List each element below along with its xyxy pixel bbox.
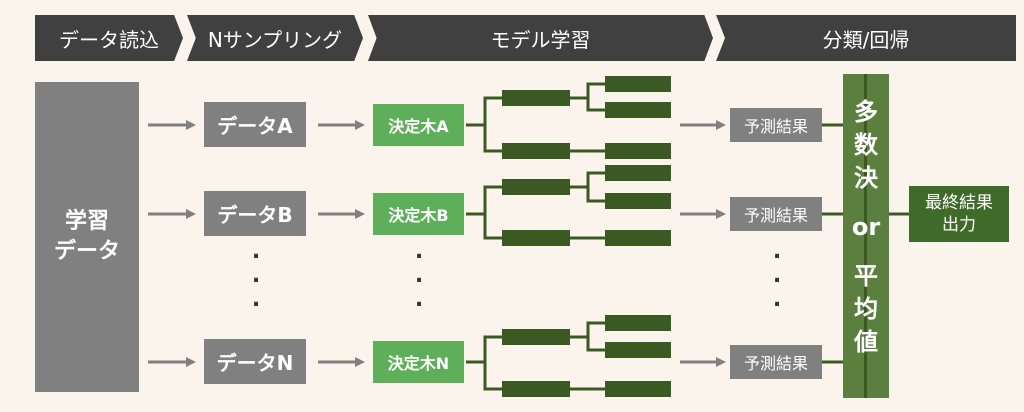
tree-node: [605, 102, 671, 118]
ellipsis-dot: .: [772, 263, 782, 288]
step-sampling-label: Nサンプリング: [207, 27, 343, 52]
tree-node: [502, 329, 570, 345]
tree-node: [502, 230, 570, 246]
aggregation-char: 数: [854, 131, 878, 159]
step-model-training: モデル学習: [368, 15, 713, 61]
sample-data-a-label: データA: [217, 114, 293, 138]
step-sampling: Nサンプリング: [187, 15, 363, 61]
step-load-data-label: データ読込: [59, 27, 159, 52]
tree-branch: [466, 185, 502, 240]
tree-node: [605, 143, 671, 159]
tree-branch: [466, 335, 502, 391]
ellipsis-trees: . . .: [409, 240, 429, 312]
ellipsis-dot: .: [772, 239, 782, 264]
tree-branch: [570, 171, 605, 203]
decision-tree-n: 決定木N: [373, 341, 464, 383]
prediction-result-a: 予測結果: [730, 108, 822, 142]
aggregation-char: 多: [854, 98, 878, 126]
prediction-result-a-label: 予測結果: [743, 117, 808, 136]
aggregation-bar: 多 数 決 or 平 均 値: [843, 74, 889, 398]
training-data-label-2: データ: [53, 239, 120, 264]
aggregation-char: 平: [854, 262, 878, 290]
step-classify-regress-label: 分類/回帰: [822, 27, 910, 52]
tree-branch: [570, 82, 605, 112]
step-load-data: データ読込: [35, 15, 183, 61]
tree-node: [502, 90, 570, 106]
tree-node: [502, 381, 570, 397]
sample-data-b: データB: [204, 191, 306, 236]
ellipsis-dot: .: [414, 263, 424, 288]
sample-data-n-label: データN: [216, 351, 294, 375]
tree-node: [605, 76, 671, 92]
decision-tree-b: 決定木B: [373, 193, 464, 235]
step-model-training-label: モデル学習: [490, 27, 591, 52]
ellipsis-dot: .: [414, 287, 424, 312]
sample-data-b-label: データB: [217, 203, 293, 227]
tree-node: [605, 230, 671, 246]
tree-branch: [466, 96, 502, 153]
final-result-label-2: 出力: [942, 215, 976, 235]
prediction-result-n: 予測結果: [730, 345, 822, 379]
aggregation-char: 均: [854, 295, 878, 323]
tree-node: [605, 193, 671, 209]
decision-tree-n-label: 決定木N: [387, 354, 450, 373]
tree-node: [502, 179, 570, 195]
aggregation-char: 値: [854, 328, 878, 356]
sample-data-n: データN: [204, 339, 306, 384]
ellipsis-samples: . . .: [246, 240, 266, 312]
final-result-label-1: 最終結果: [925, 193, 993, 213]
tree-node: [605, 381, 671, 397]
step-classify-regress: 分類/回帰: [716, 15, 1016, 61]
ellipsis-dot: .: [251, 239, 261, 264]
tree-branch: [570, 321, 605, 352]
training-data-label-1: 学習: [64, 209, 109, 234]
ellipsis-predictions: . . .: [767, 240, 787, 312]
tree-node: [605, 342, 671, 358]
ellipsis-dot: .: [251, 263, 261, 288]
aggregation-char: 決: [854, 164, 878, 192]
ellipsis-dot: .: [414, 239, 424, 264]
prediction-result-b-label: 予測結果: [743, 206, 808, 225]
decision-tree-a: 決定木A: [373, 104, 464, 146]
ellipsis-dot: .: [772, 287, 782, 312]
ellipsis-dot: .: [251, 287, 261, 312]
training-data-box: 学習 データ: [35, 82, 139, 392]
decision-tree-a-label: 決定木A: [388, 117, 449, 136]
aggregation-or: or: [851, 213, 881, 241]
final-result-box: 最終結果 出力: [909, 186, 1009, 242]
prediction-result-b: 予測結果: [730, 197, 822, 231]
decision-tree-b-label: 決定木B: [388, 206, 449, 225]
tree-node: [605, 315, 671, 331]
tree-node: [605, 165, 671, 181]
tree-node: [502, 143, 570, 159]
sample-data-a: データA: [204, 102, 306, 147]
prediction-result-n-label: 予測結果: [743, 354, 808, 373]
